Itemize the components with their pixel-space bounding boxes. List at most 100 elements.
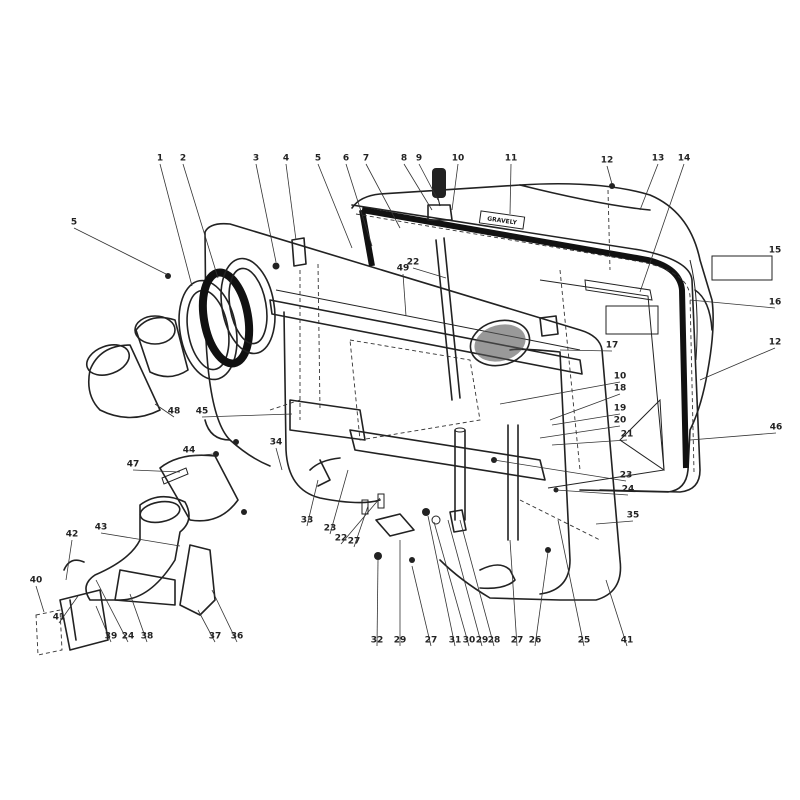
part-callout-number: 36 xyxy=(231,632,244,642)
chute-deflector xyxy=(35,559,109,656)
leader-line xyxy=(689,432,777,441)
part-callout-number: 48 xyxy=(168,407,181,417)
leader-line xyxy=(551,413,621,426)
hood-decal: GRAVELY xyxy=(478,210,526,230)
part-callout-number: 41 xyxy=(621,636,634,646)
leader-line xyxy=(255,163,277,263)
hood-frame-panel xyxy=(351,204,701,493)
leader-line xyxy=(132,469,181,473)
part-callout-number: 13 xyxy=(652,154,665,164)
part-callout-number: 11 xyxy=(505,154,518,164)
leader-line xyxy=(35,585,45,613)
leader-line xyxy=(345,163,373,247)
part-callout-number: 19 xyxy=(614,404,627,414)
part-callout-number: 27 xyxy=(425,636,438,646)
part-callout-number: 43 xyxy=(95,523,108,533)
part-callout-number: 44 xyxy=(183,446,196,456)
leader-line xyxy=(65,539,73,581)
leader-line xyxy=(699,347,776,381)
part-callout-number: 39 xyxy=(105,632,118,642)
svg-text:GRAVELY: GRAVELY xyxy=(487,215,518,226)
leader-line xyxy=(555,489,629,496)
brackets xyxy=(291,237,559,537)
part-callout-number: 24 xyxy=(122,632,135,642)
part-callout-number: 10 xyxy=(614,372,627,382)
part-callout-number: 14 xyxy=(678,154,691,164)
part-callout-number: 18 xyxy=(614,384,627,394)
leader-line xyxy=(549,393,621,421)
part-callout-number: 27 xyxy=(348,537,361,547)
leader-line xyxy=(451,163,459,211)
hood-latch-knob xyxy=(427,168,453,221)
part-callout-number: 2 xyxy=(180,154,186,164)
leader-line xyxy=(129,593,148,643)
leader-line xyxy=(73,227,167,275)
leader-lines xyxy=(35,163,777,647)
leader-line xyxy=(509,163,512,215)
part-callout-number: 30 xyxy=(463,636,476,646)
leader-line xyxy=(557,519,585,647)
part-callout-number: 34 xyxy=(270,438,283,448)
part-callout-number: 5 xyxy=(71,218,77,228)
part-callout-number: 9 xyxy=(416,154,422,164)
decal-plate xyxy=(711,255,773,281)
part-callout-number: 49 xyxy=(397,264,410,274)
part-callout-number: 29 xyxy=(476,636,489,646)
leader-line xyxy=(639,163,685,293)
part-callout-number: 24 xyxy=(622,485,635,495)
part-callout-number: 26 xyxy=(529,636,542,646)
leader-line xyxy=(459,519,495,647)
leader-line xyxy=(411,565,432,647)
part-callout-number: 15 xyxy=(769,246,782,256)
leader-line xyxy=(402,273,407,317)
part-callout-number: 33 xyxy=(301,516,314,526)
part-callout-number: 47 xyxy=(127,460,140,470)
part-callout-number: 42 xyxy=(66,530,79,540)
part-callout-number: 27 xyxy=(511,636,524,646)
part-callout-number: 29 xyxy=(394,636,407,646)
leader-line xyxy=(559,349,613,352)
leader-line xyxy=(499,381,621,405)
leader-line xyxy=(376,559,379,647)
leader-line xyxy=(539,425,621,439)
leader-line xyxy=(403,163,433,211)
leader-line xyxy=(154,403,175,418)
leader-line xyxy=(605,579,628,647)
leader-line xyxy=(639,163,659,211)
part-callout-number: 37 xyxy=(209,632,222,642)
leader-line xyxy=(606,165,613,185)
leader-line xyxy=(493,459,627,482)
leader-line xyxy=(159,163,193,287)
leader-line xyxy=(509,539,518,647)
leader-line xyxy=(285,163,297,241)
leader-line xyxy=(188,453,215,457)
leader-line xyxy=(95,605,112,643)
part-callout-number: 1 xyxy=(157,154,163,164)
discharge-chute xyxy=(85,454,239,616)
part-callout-number: 21 xyxy=(621,430,634,440)
part-callout-number: 20 xyxy=(614,416,627,426)
part-callout-number: 32 xyxy=(371,636,384,646)
leader-line xyxy=(100,532,181,547)
part-callout-number: 25 xyxy=(578,636,591,646)
leader-line xyxy=(427,515,456,647)
leader-line xyxy=(317,163,353,249)
leader-line xyxy=(412,267,447,279)
part-callout-number: 5 xyxy=(315,154,321,164)
part-callout-number: 28 xyxy=(488,636,501,646)
part-callout-number: 41 xyxy=(53,613,66,623)
part-callout-number: 45 xyxy=(196,407,209,417)
part-callout-number: 16 xyxy=(769,298,782,308)
part-callout-number: 12 xyxy=(769,338,782,348)
hood-seal-gasket xyxy=(361,207,689,469)
hidden-lines xyxy=(269,189,611,541)
part-callout-number: 22 xyxy=(335,534,348,544)
leader-line xyxy=(595,520,634,525)
part-callout-number: 8 xyxy=(401,154,407,164)
fasteners xyxy=(165,183,615,563)
part-callout-number: 23 xyxy=(620,471,633,481)
part-callout-number: 10 xyxy=(452,154,465,164)
leader-line xyxy=(182,163,219,279)
